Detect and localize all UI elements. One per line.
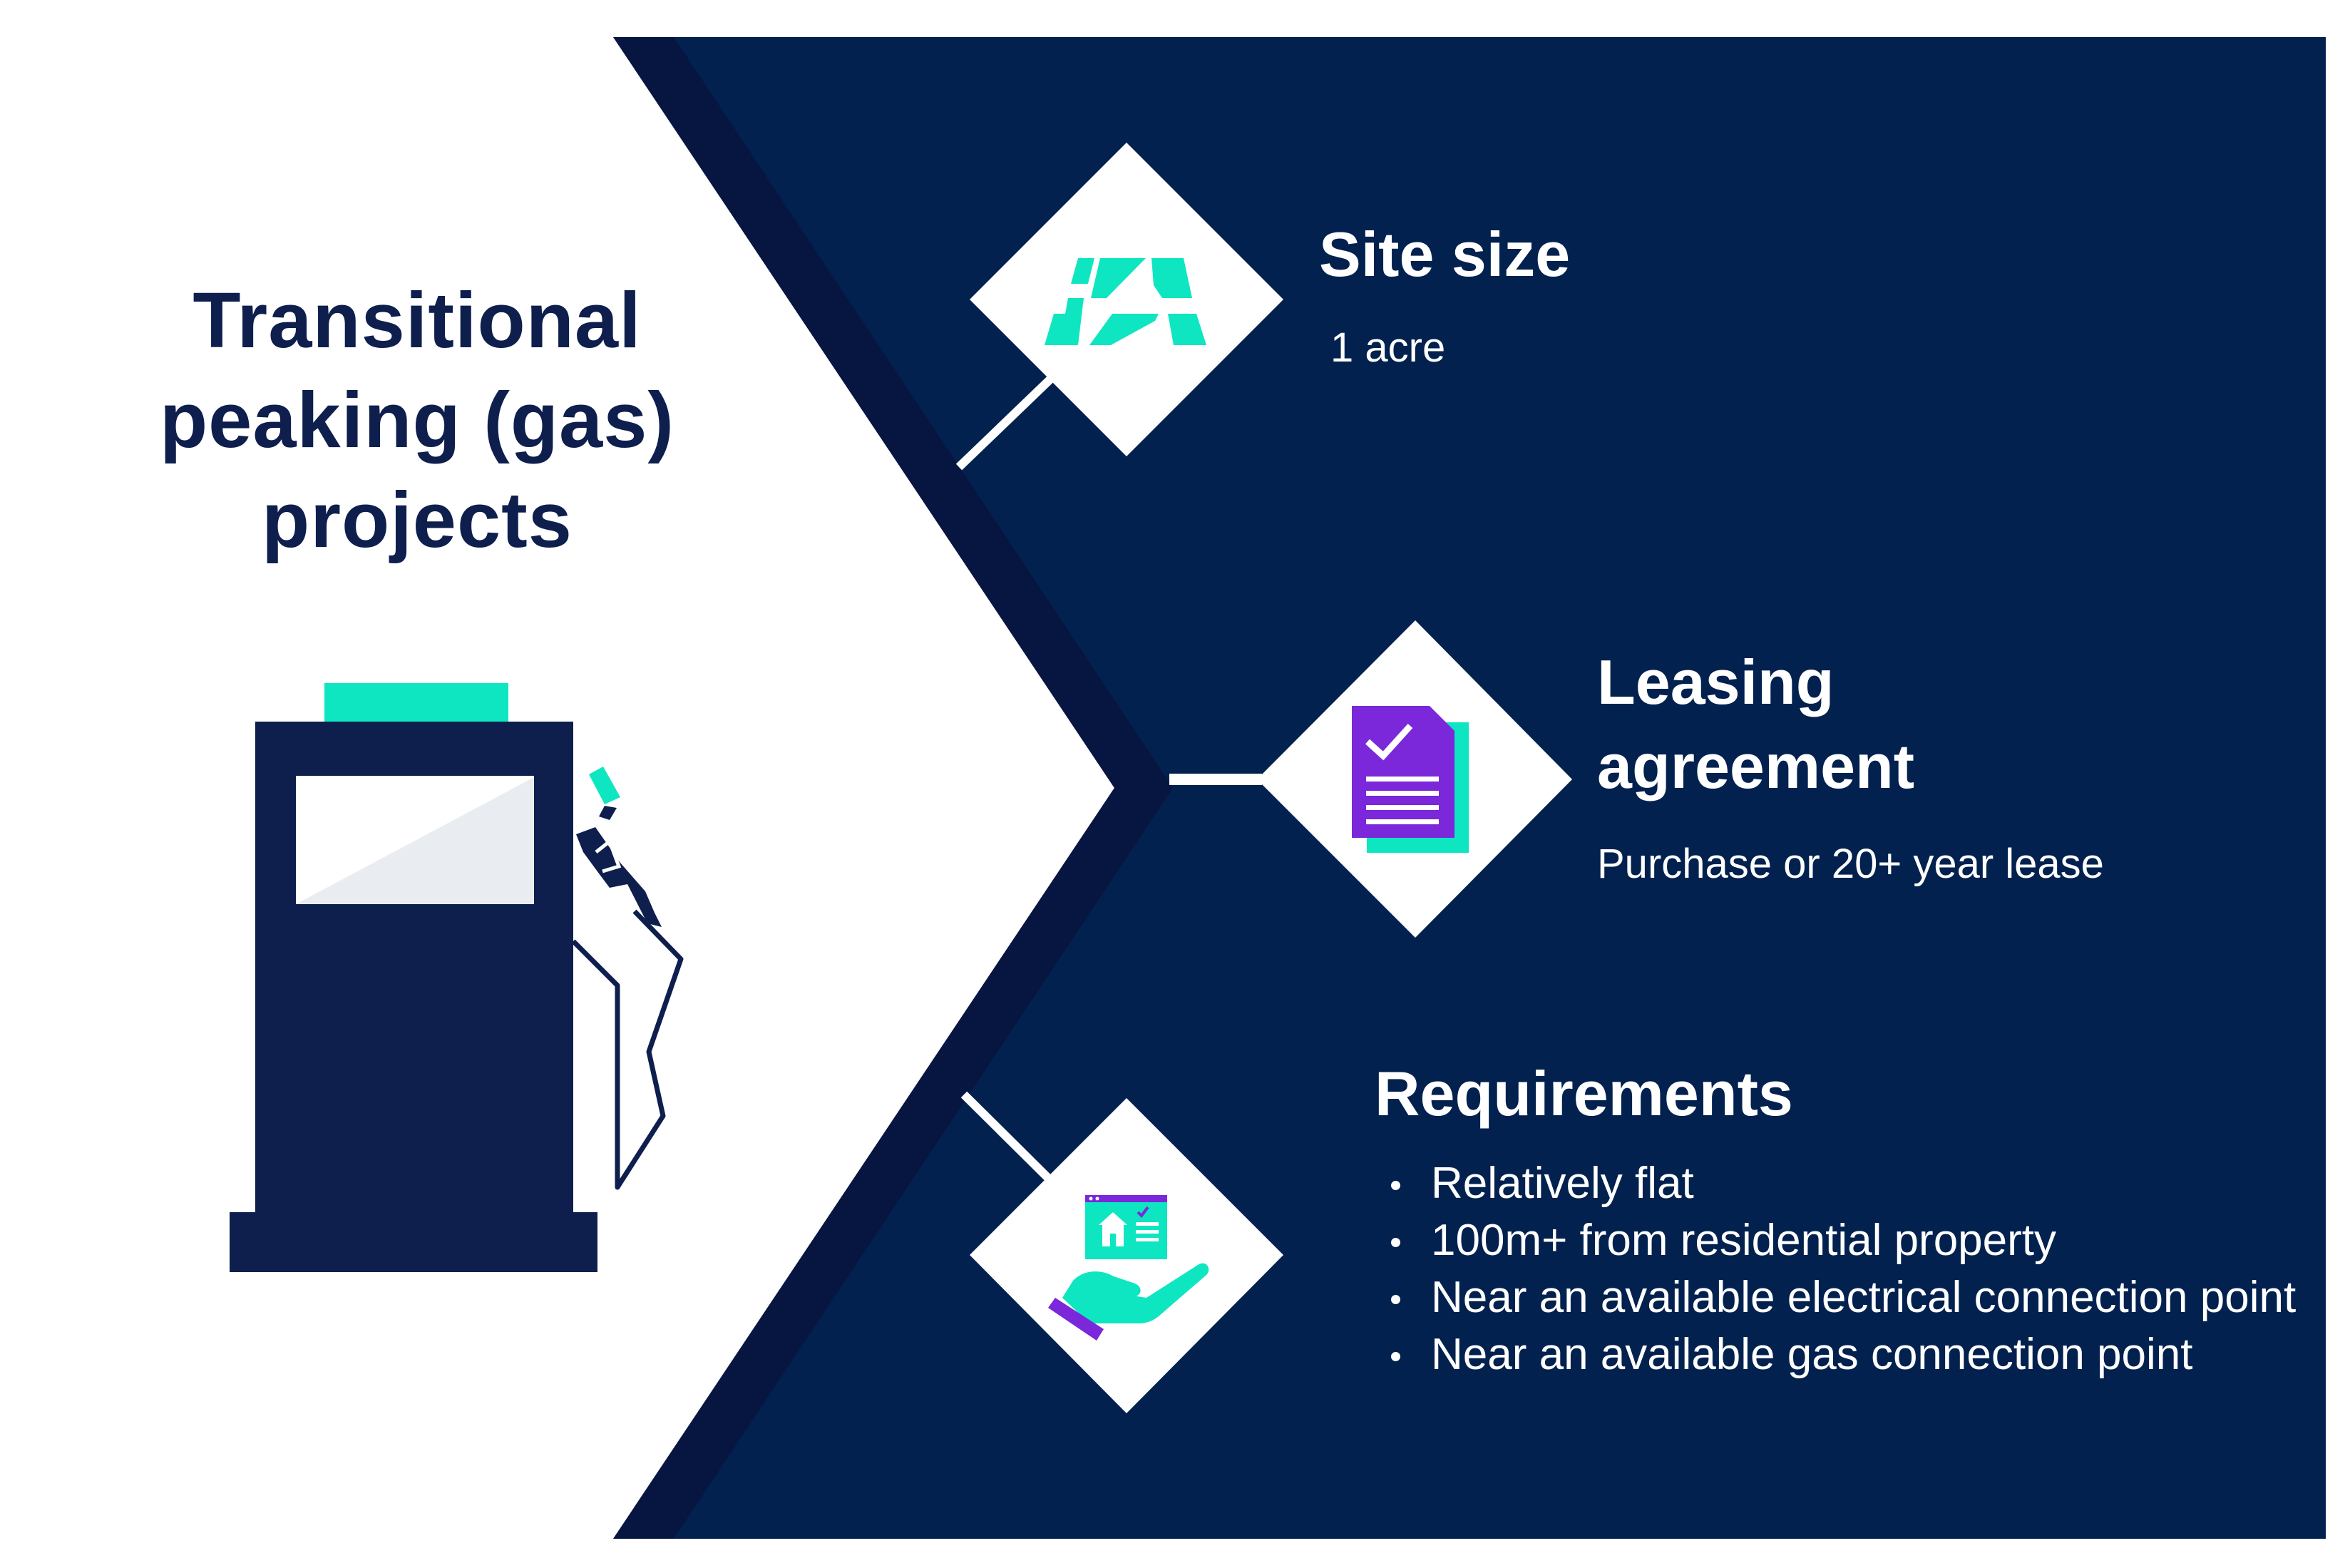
diamond-site-size — [970, 143, 1283, 456]
list-item: 100m+ from residential property — [1387, 1212, 2314, 1269]
requirements-list: Relatively flat 100m+ from residential p… — [1387, 1155, 2314, 1383]
gas-pump-icon — [230, 683, 684, 1272]
title-line-1: Transitional — [193, 277, 642, 364]
list-item: Near an available gas connection point — [1387, 1326, 2314, 1383]
connector-requirements — [960, 1091, 1052, 1182]
list-item: Relatively flat — [1387, 1155, 2314, 1212]
leasing-value: Purchase or 20+ year lease — [1597, 841, 2104, 887]
map-icon — [1045, 258, 1206, 345]
connector-site-size — [955, 374, 1055, 471]
leasing-heading-line-2: agreement — [1597, 731, 1915, 801]
title-line-2: peaking (gas) — [159, 376, 675, 464]
site-size-value: 1 acre — [1330, 324, 1446, 371]
leasing-heading-line-1: Leasing — [1597, 647, 1835, 717]
leasing-heading: Leasing agreement — [1597, 640, 2239, 809]
page-title: Transitional peaking (gas) projects — [78, 271, 756, 570]
list-item: Near an available electrical connection … — [1387, 1269, 2314, 1326]
document-check-icon — [1352, 706, 1469, 853]
site-size-heading: Site size — [1319, 219, 1571, 289]
title-line-3: projects — [262, 476, 573, 564]
requirements-heading: Requirements — [1375, 1058, 1793, 1129]
hand-holding-house-listing-icon — [1048, 1195, 1209, 1341]
